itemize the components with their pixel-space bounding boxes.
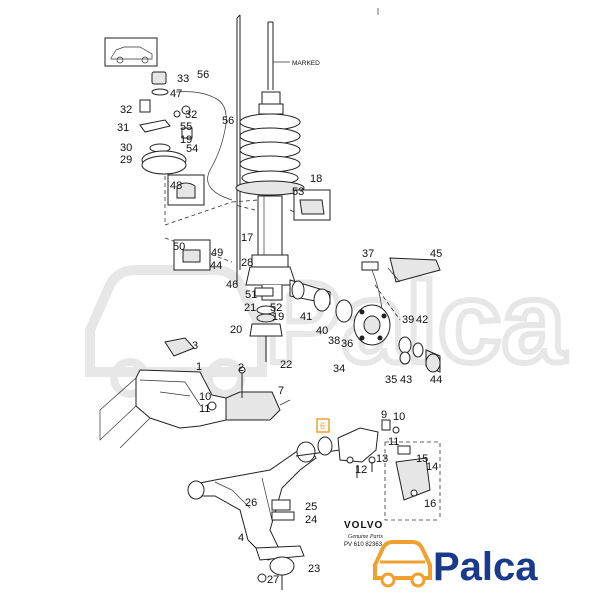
label-39: 39 bbox=[402, 314, 414, 326]
watermark-wheel-right bbox=[205, 358, 245, 398]
label-28: 28 bbox=[241, 257, 253, 269]
label-56b: 56 bbox=[222, 115, 234, 127]
palca-car-icon bbox=[373, 540, 432, 580]
label-22: 22 bbox=[280, 359, 292, 371]
part-number-labels: MARKED 33 56 47 32 32 56 31 55 19 30 54 … bbox=[117, 60, 442, 586]
label-54: 54 bbox=[186, 143, 198, 155]
watermark-car-icon bbox=[85, 265, 267, 377]
label-33: 33 bbox=[177, 73, 189, 85]
highlight-label-6: 6 bbox=[320, 421, 325, 431]
label-50: 50 bbox=[173, 241, 185, 253]
palca-wheel-right bbox=[410, 572, 426, 588]
control-arm bbox=[187, 441, 341, 590]
strut-assembly bbox=[235, 8, 379, 305]
watermark-text: Palca bbox=[265, 259, 567, 387]
label-10a: 10 bbox=[199, 391, 211, 403]
label-29: 29 bbox=[120, 154, 132, 166]
label-43: 43 bbox=[400, 374, 412, 386]
label-44: 44 bbox=[210, 260, 222, 272]
label-47: 47 bbox=[170, 88, 182, 100]
label-41: 41 bbox=[300, 311, 312, 323]
marked-label: MARKED bbox=[292, 60, 320, 67]
label-52: 52 bbox=[270, 302, 282, 314]
label-38: 38 bbox=[328, 335, 340, 347]
label-31: 31 bbox=[117, 122, 129, 134]
label-11b: 11 bbox=[388, 436, 399, 448]
volvo-genuine-parts-text: Genuine Parts bbox=[348, 534, 383, 540]
top-mount-parts bbox=[139, 71, 233, 201]
label-40: 40 bbox=[316, 325, 328, 337]
label-2: 2 bbox=[238, 362, 244, 374]
label-36: 36 bbox=[341, 338, 353, 350]
label-32b: 32 bbox=[185, 109, 197, 121]
label-24: 24 bbox=[305, 514, 317, 526]
label-17: 17 bbox=[241, 232, 253, 244]
label-51: 51 bbox=[245, 289, 257, 301]
label-13: 13 bbox=[376, 453, 388, 465]
palca-wheel-left bbox=[380, 572, 396, 588]
label-23: 23 bbox=[308, 563, 320, 575]
label-3: 3 bbox=[192, 340, 198, 352]
label-35: 35 bbox=[385, 374, 397, 386]
label-26: 26 bbox=[245, 497, 257, 509]
palca-watermark: Palca bbox=[85, 256, 570, 398]
volvo-genuine-parts: VOLVO Genuine Parts PV 610 82363 bbox=[344, 520, 383, 548]
label-44b: 44 bbox=[430, 374, 442, 386]
label-12: 12 bbox=[355, 464, 367, 476]
label-21: 21 bbox=[244, 302, 256, 314]
label-48: 48 bbox=[170, 180, 182, 192]
label-25: 25 bbox=[305, 501, 317, 513]
sensor-detail-boxes bbox=[167, 174, 331, 271]
label-27: 27 bbox=[267, 574, 279, 586]
label-20: 20 bbox=[230, 324, 242, 336]
label-1: 1 bbox=[196, 361, 202, 373]
volvo-brand: VOLVO bbox=[344, 520, 383, 531]
label-56a: 56 bbox=[197, 69, 209, 81]
label-9: 9 bbox=[381, 409, 387, 421]
coil-spring bbox=[235, 113, 305, 196]
label-18: 18 bbox=[310, 173, 322, 185]
label-4: 4 bbox=[238, 532, 244, 544]
label-14: 14 bbox=[426, 461, 438, 473]
label-30: 30 bbox=[120, 142, 132, 154]
label-49: 49 bbox=[211, 247, 223, 259]
label-19: 19 bbox=[180, 134, 192, 146]
highlight-box-6 bbox=[316, 418, 330, 433]
label-11a: 11 bbox=[199, 403, 210, 415]
label-32a: 32 bbox=[120, 104, 132, 116]
label-10b: 10 bbox=[393, 411, 405, 423]
label-16: 16 bbox=[424, 498, 436, 510]
label-37: 37 bbox=[362, 248, 374, 260]
label-53: 53 bbox=[292, 186, 304, 198]
stone-guard-box bbox=[384, 442, 440, 521]
label-46: 46 bbox=[226, 279, 238, 291]
middle-small-parts bbox=[164, 287, 283, 362]
subframe bbox=[99, 366, 291, 449]
label-7: 7 bbox=[278, 385, 284, 397]
label-19b: 19 bbox=[272, 311, 284, 323]
palca-logo-text: Palca bbox=[433, 545, 538, 589]
label-42: 42 bbox=[416, 314, 428, 326]
palca-logo: Palca bbox=[373, 540, 538, 589]
label-34: 34 bbox=[333, 363, 345, 375]
bracket-5 bbox=[317, 419, 400, 478]
label-55: 55 bbox=[180, 121, 192, 133]
hub-assembly bbox=[291, 257, 441, 373]
label-15: 15 bbox=[416, 453, 428, 465]
car-thumbnail bbox=[104, 37, 158, 67]
volvo-part-number: PV 610 82363 bbox=[344, 542, 383, 548]
label-45: 45 bbox=[430, 248, 442, 260]
